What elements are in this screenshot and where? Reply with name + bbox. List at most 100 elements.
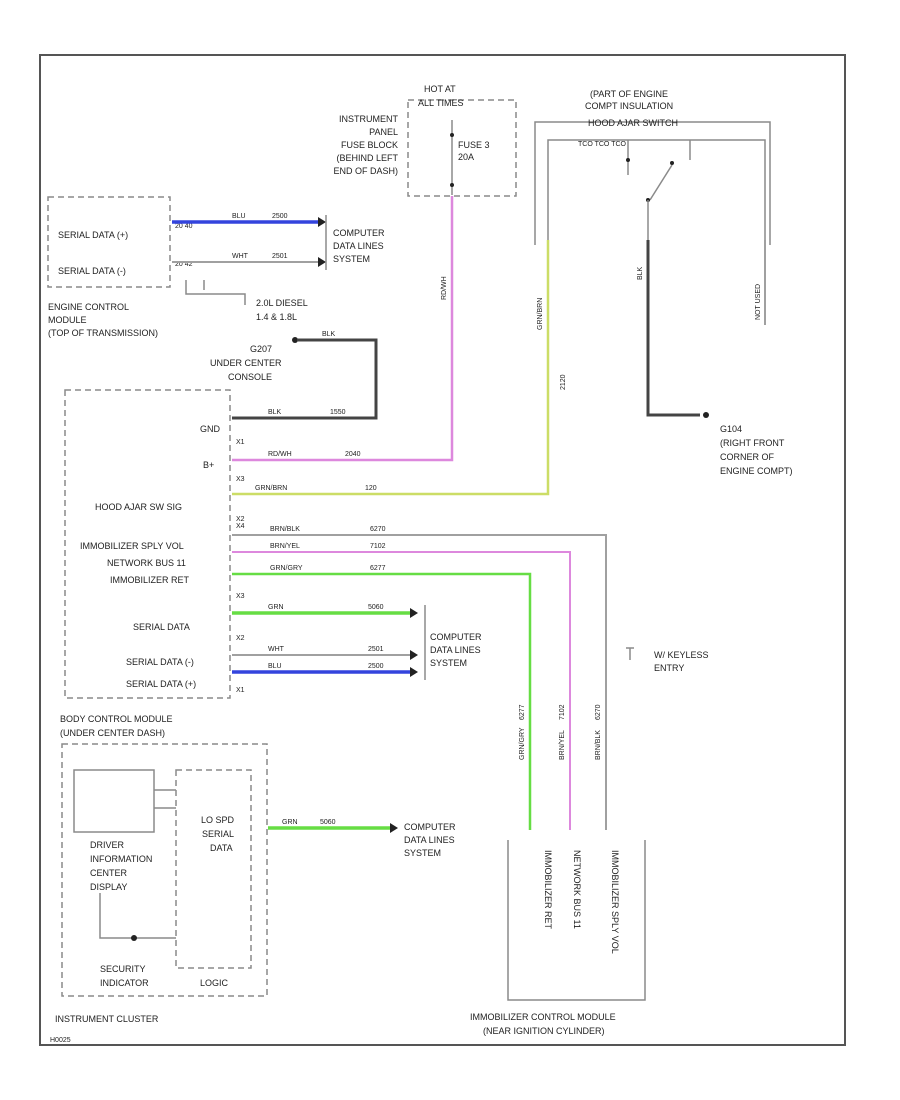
bcm-ret-wire-ckt: 6277 [370, 565, 386, 572]
hood-ground-wire [646, 240, 700, 417]
fuse-node-bottom [450, 183, 454, 187]
cluster-logic-box [175, 769, 252, 969]
bcm-sply-wire-color: BRN/BLK [270, 526, 300, 533]
power-wire-color-label: RD/WH [441, 276, 448, 300]
ecm-arrow-1 [318, 217, 326, 227]
dic-label-1: DRIVER [90, 840, 125, 850]
immo-pin-bus-label: NETWORK BUS 11 [572, 850, 582, 929]
hood-wire-code: 2120 [560, 374, 567, 390]
fuse-block-label-1: INSTRUMENT [339, 114, 398, 124]
cluster-wire-ckt: 5060 [320, 819, 336, 826]
immo-supply-wire [232, 534, 607, 830]
g104-loc-2: CORNER OF [720, 452, 775, 462]
fuse-block-label-2: PANEL [369, 127, 398, 137]
hood-switch-blade [649, 164, 673, 201]
immo-ckt-bus-label: 7102 [559, 704, 566, 720]
bcm-sdm-wire-ckt: 2501 [368, 646, 384, 653]
lo-spd-label-1: LO SPD [201, 815, 235, 825]
bcm-hood-wire-ckt: 120 [365, 485, 377, 492]
bcm-pin-5: X3 [236, 593, 245, 600]
bcm-ret-label: IMMOBILIZER RET [110, 575, 190, 585]
bcm-sdp-wire-color: BLU [268, 663, 282, 670]
bcm-net-wire-ckt: 7102 [370, 543, 386, 550]
hood-switch-inner [547, 139, 766, 240]
ecm-wire1-color: BLU [232, 213, 246, 220]
ecm-name-1: ENGINE CONTROL [48, 302, 129, 312]
cluster-name: INSTRUMENT CLUSTER [55, 1014, 159, 1024]
g104-loc-3: ENGINE COMPT) [720, 466, 793, 476]
bcm-pin-3: X2 [236, 516, 245, 523]
g207-ground-wire [232, 338, 378, 420]
immobilizer-module: IMMOBILIZER RET NETWORK BUS 11 IMMOBILIZ… [470, 840, 646, 1036]
lo-spd-label-2: SERIAL [202, 829, 234, 839]
g207-wire-label: BLK [322, 331, 336, 338]
bcm-batt-wire-color: RD/WH [268, 451, 292, 458]
immo-wire-sply-label: BRN/BLK [595, 730, 602, 760]
security-indicator-lamp [131, 935, 137, 941]
fuse-block-label-3: FUSE BLOCK [341, 140, 398, 150]
immobilizer-name-2: (NEAR IGNITION CYLINDER) [483, 1026, 605, 1036]
fuse-amps-label: 20A [458, 152, 474, 162]
bcm-sdp-wire-ckt: 2500 [368, 663, 384, 670]
fuse-block-label-5: END OF DASH) [333, 166, 398, 176]
g207-loc-2: CONSOLE [228, 372, 272, 382]
bcm-batt-label: B+ [203, 460, 214, 470]
bcm-name-2: (UNDER CENTER DASH) [60, 728, 165, 738]
keyless-label-1: W/ KEYLESS [654, 650, 709, 660]
ecm-diesel-bracket [185, 280, 246, 305]
bcm-pin-6: X2 [236, 635, 245, 642]
fuse-block-outline [407, 99, 517, 197]
immo-wire-ret-label: GRN/GRY [519, 727, 526, 760]
hood-ajar-wire [232, 240, 550, 496]
instrument-cluster: DRIVER INFORMATION CENTER DISPLAY LO SPD… [55, 743, 268, 1024]
dic-label-3: CENTER [90, 868, 128, 878]
immobilizer-outline [507, 840, 646, 1001]
bcm-batt-wire-ckt: 2040 [345, 451, 361, 458]
ecm-pin2-label: SERIAL DATA (-) [58, 266, 126, 276]
g207-name: G207 [250, 344, 272, 354]
immobilizer-name-1: IMMOBILIZER CONTROL MODULE [470, 1012, 616, 1022]
dic-display-box [73, 769, 155, 833]
immo-ckt-ret-label: 6277 [519, 704, 526, 720]
g207-eyelet [292, 337, 298, 343]
hood-terminals: TCO TCO TCO [578, 141, 627, 148]
bcm-pin-7: X1 [236, 687, 245, 694]
hood-switch-node-1 [626, 158, 630, 162]
bcm-gnd-label: GND [200, 424, 221, 434]
bcm-gnd-wire-color: BLK [268, 409, 282, 416]
ground-g207: BLK G207 UNDER CENTER CONSOLE [210, 331, 378, 420]
ecm-computer-data-3: SYSTEM [333, 254, 370, 264]
dic-label-2: INFORMATION [90, 854, 152, 864]
bcm-ret-wire-color: GRN/GRY [270, 565, 303, 572]
network-bus-wire [232, 551, 571, 830]
ecm-wire1-ckt: 2500 [272, 213, 288, 220]
ecm-computer-data-1: COMPUTER [333, 228, 385, 238]
bcm-computer-data-1: COMPUTER [430, 632, 482, 642]
hood-title-1: (PART OF ENGINE [590, 89, 668, 99]
hood-wire-left-label: GRN/BRN [537, 298, 544, 330]
bcm-sply-wire-ckt: 6270 [370, 526, 386, 533]
power-wire-pink [232, 196, 454, 462]
logic-label: LOGIC [200, 978, 229, 988]
immo-pin-sply-label: IMMOBILIZER SPLY VOL [610, 850, 620, 954]
cluster-outline [61, 743, 268, 997]
ecm-diesel-2: 1.4 & 1.8L [256, 312, 297, 322]
lo-spd-label-3: DATA [210, 843, 233, 853]
ecm-pin2-num: 20 42 [175, 261, 193, 268]
bcm-sd-wire-ckt: 5060 [368, 604, 384, 611]
hot-at-line2-label: ALL TIMES [418, 98, 464, 108]
bcm-name-1: BODY CONTROL MODULE [60, 714, 173, 724]
bcm-computer-data-3: SYSTEM [430, 658, 467, 668]
dic-label-4: DISPLAY [90, 882, 127, 892]
body-control-module: GND B+ HOOD AJAR SW SIG IMMOBILIZER SPLY… [60, 389, 245, 738]
hood-switch-frame [534, 121, 771, 245]
hood-wire-right-label: NOT USED [755, 284, 762, 320]
fuse-block: HOT AT ALL TIMES FUSE 3 20A INSTRUMENT P… [333, 84, 517, 197]
cluster-wire-color: GRN [282, 819, 298, 826]
keyless-label-2: ENTRY [654, 663, 684, 673]
ecm-outline [47, 196, 171, 288]
hood-title-2: COMPT INSULATION [585, 101, 673, 111]
security-label-2: INDICATOR [100, 978, 149, 988]
security-indicator-wire [99, 893, 176, 939]
